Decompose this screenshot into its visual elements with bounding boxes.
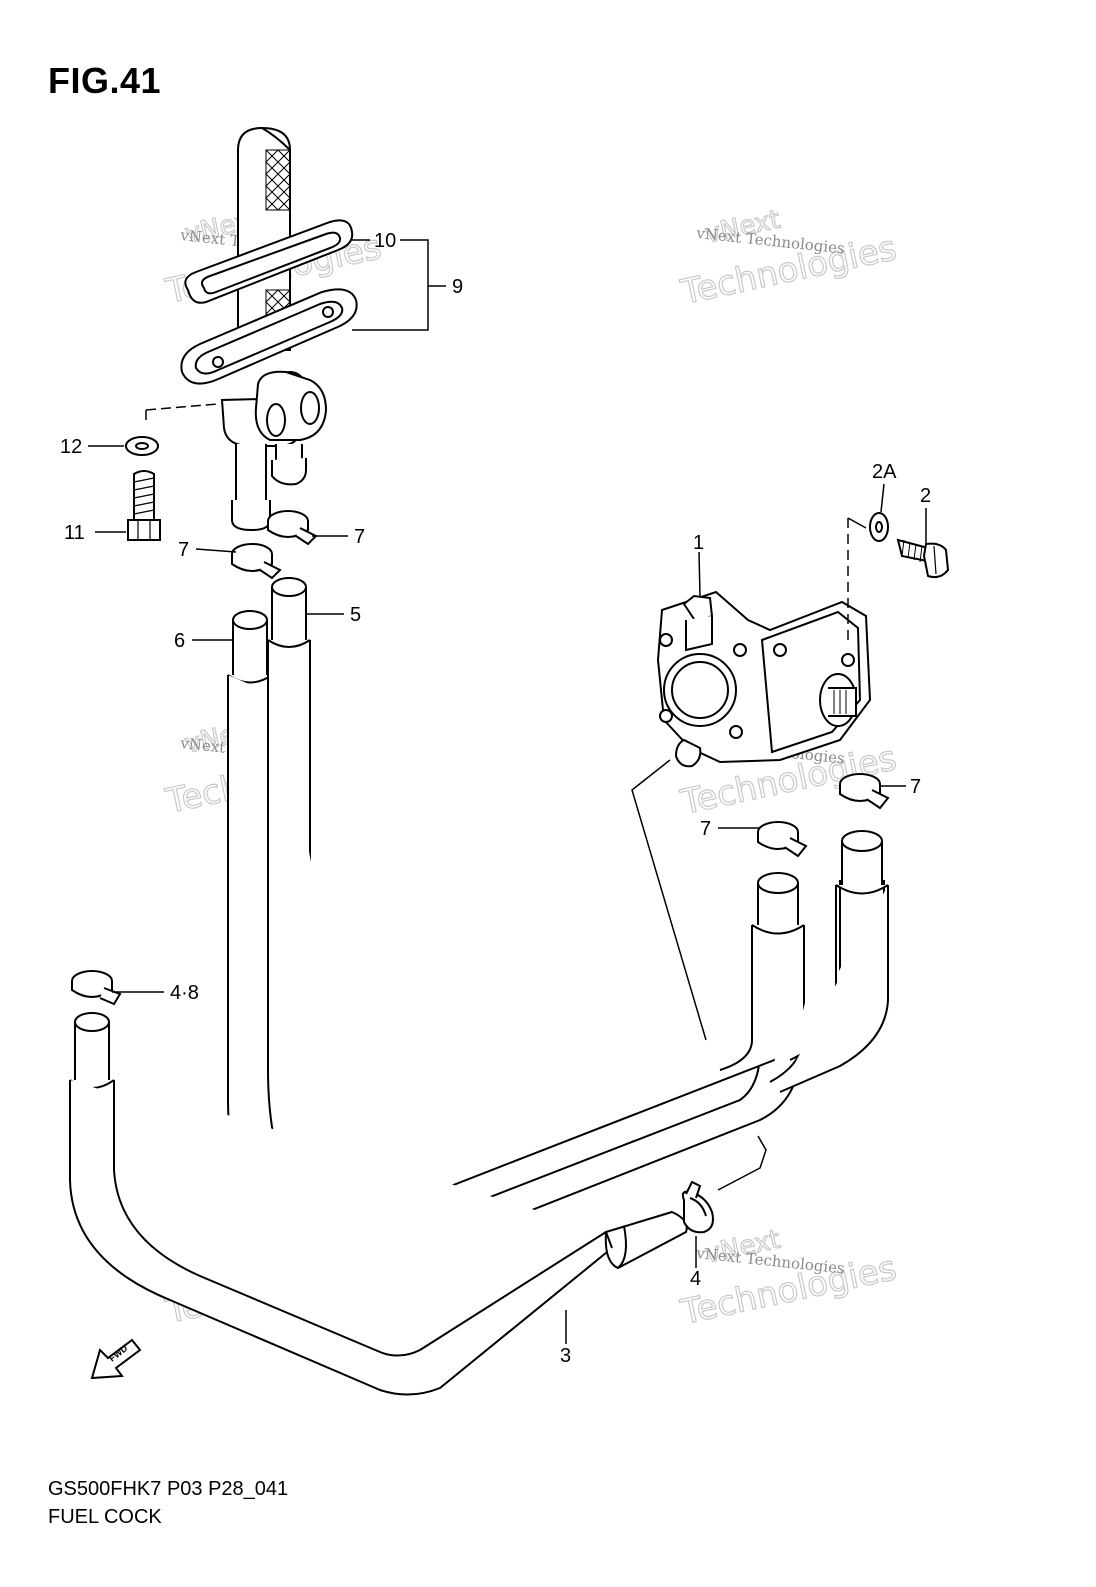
hose-clamp-7d [839,773,890,810]
callout-1: 1 [693,532,704,554]
callout-10: 10 [374,230,396,252]
callout-3: 3 [560,1345,571,1367]
gasket-seal-10 [184,219,354,304]
hose-clamp-4 [681,1180,714,1234]
hose-clamp-7a [267,510,318,546]
hose-clamp-4-8 [71,970,122,1006]
callout-4: 4 [690,1268,701,1290]
callout-6: 6 [174,630,185,652]
figure-title: FIG.41 [48,60,162,101]
hose-clamp-7b [231,543,282,580]
washer-12 [125,436,159,456]
washer-2a [869,512,889,542]
section-name: FUEL COCK [48,1506,162,1528]
fuel-cock-strainer [237,126,291,351]
leader-line-2a [847,517,867,529]
callout-5: 5 [350,604,361,626]
screw-2 [896,538,950,579]
callout-7-top: 7 [354,526,365,548]
callout-7-left: 7 [178,539,189,561]
leader-line-pump-hose [631,759,707,1041]
callout-4-8: 4·8 [170,982,199,1004]
callout-12: 12 [60,436,82,458]
fuel-pump-1 [656,590,872,768]
callout-7-mid: 7 [700,818,711,840]
callout-2a: 2A [872,461,897,483]
callout-leaders [88,239,927,1344]
hose-clamp-7c [757,821,808,858]
screw-11 [127,470,161,541]
callout-9: 9 [452,276,463,298]
callout-11: 11 [64,522,85,544]
cock-valve-body [220,370,328,532]
leader-line-12 [145,403,219,411]
leader-line-clamp-4 [717,1135,767,1191]
hose-end-right-b [779,830,889,1093]
callout-7-right: 7 [910,776,921,798]
hose-5 [267,577,885,1271]
forward-direction-icon: FWD [90,1338,142,1380]
callout-2: 2 [920,485,931,507]
hose-3 [69,1012,688,1396]
model-code: GS500FHK7 P03 P28_041 [48,1478,289,1500]
cock-body-plate-9 [180,288,358,385]
